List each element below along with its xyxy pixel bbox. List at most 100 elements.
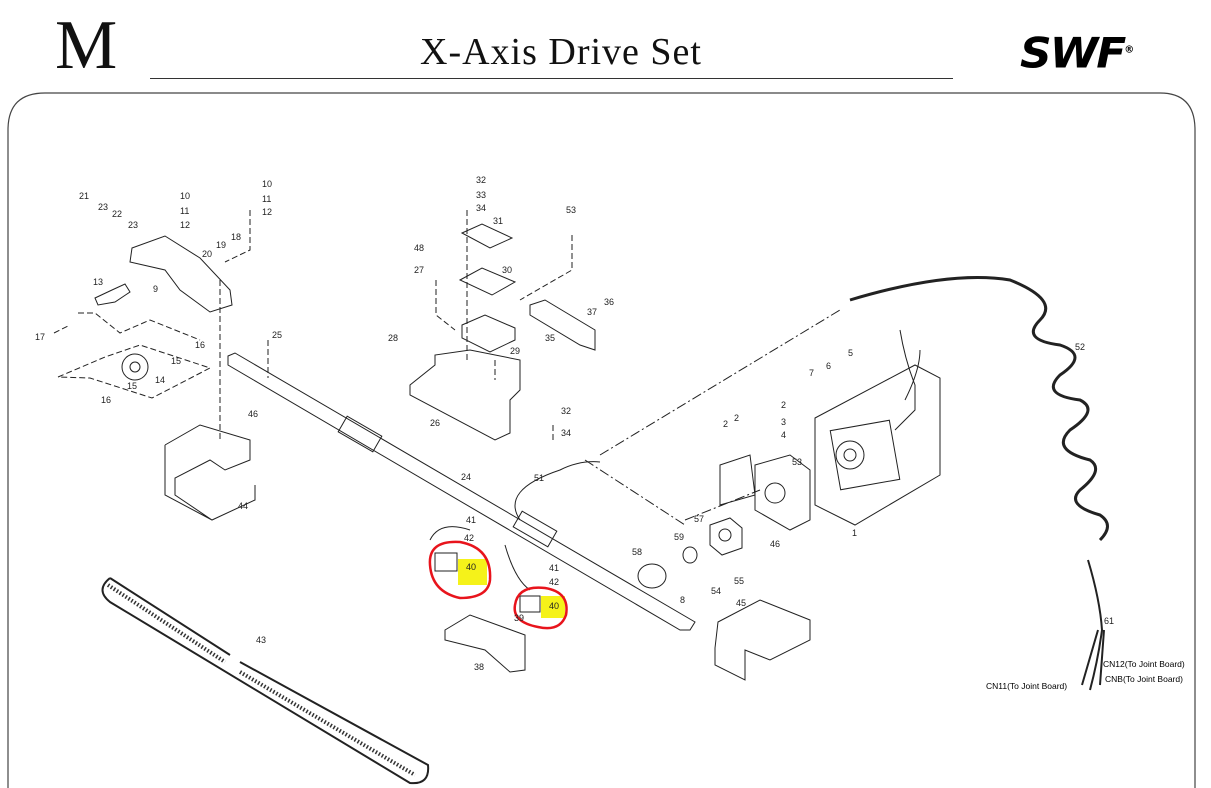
part-label: 23 (128, 220, 138, 230)
part-sensor-40-right (519, 595, 541, 613)
page-title: X-Axis Drive Set (420, 31, 702, 73)
part-label: 11 (180, 206, 189, 216)
part-label: 16 (195, 340, 205, 350)
part-label: 25 (272, 330, 282, 340)
title-underline (150, 78, 953, 79)
part-label: 40 (549, 601, 559, 611)
part-label: 20 (202, 249, 212, 259)
part-label: 7 (809, 368, 814, 378)
part-bracket-53 (754, 454, 811, 531)
part-label: 53 (566, 205, 576, 215)
part-plate-38 (444, 614, 526, 673)
brand-logo-text: SWF (1020, 29, 1126, 78)
part-label: 32 (476, 175, 486, 185)
part-label: 24 (461, 472, 471, 482)
part-label: 34 (561, 428, 571, 438)
part-sensor-40-left (434, 552, 458, 572)
part-label: 1 (852, 528, 857, 538)
part-plate-26 (409, 349, 521, 441)
part-label: 53 (792, 457, 802, 467)
part-label: 34 (476, 203, 486, 213)
part-label: 46 (770, 539, 780, 549)
part-labels: 21 23 22 23 10 11 12 10 11 12 18 19 20 9… (35, 175, 1114, 672)
part-label: 15 (171, 356, 181, 366)
part-label: 12 (180, 220, 190, 230)
part-label: 13 (93, 277, 103, 287)
part-label: 26 (430, 418, 440, 428)
part-label: 32 (561, 406, 571, 416)
part-pulley-14 (121, 353, 149, 381)
part-label: 5 (848, 348, 853, 358)
part-cover-31 (460, 223, 514, 249)
part-block-57 (709, 517, 743, 556)
part-label: 36 (604, 297, 614, 307)
part-bracket-57-block (719, 454, 756, 506)
part-label: 31 (493, 216, 503, 226)
part-label: 42 (549, 577, 559, 587)
part-coil-cable-52 (849, 276, 1109, 542)
part-label: 58 (632, 547, 642, 557)
part-label: 42 (464, 533, 474, 543)
part-label: 21 (79, 191, 89, 201)
part-label: 10 (180, 191, 190, 201)
part-label: 23 (98, 202, 108, 212)
part-label: 2 (723, 419, 728, 429)
part-pulley-58 (637, 563, 667, 589)
connector-cn12-label: CN12(To Joint Board) (1103, 659, 1185, 669)
part-label: 44 (238, 501, 248, 511)
part-base-45 (714, 599, 811, 681)
part-carriage-lower (512, 510, 558, 548)
part-bracket-9 (129, 235, 233, 313)
part-label: 30 (502, 265, 512, 275)
brand-logo: SWF® (1020, 29, 1134, 78)
part-label: 48 (414, 243, 424, 253)
part-belt-43 (101, 577, 430, 785)
part-label: 8 (680, 595, 685, 605)
part-label: 16 (101, 395, 111, 405)
part-label: 43 (256, 635, 266, 645)
part-bracket-35 (529, 299, 596, 351)
annotation-circle-left (428, 540, 492, 600)
part-label: 51 (534, 473, 544, 483)
part-label: 18 (231, 232, 241, 242)
part-block-29 (461, 314, 516, 353)
section-letter: M (55, 7, 118, 84)
part-label: 54 (711, 586, 721, 596)
part-label: 52 (1075, 342, 1085, 352)
part-label: 19 (216, 240, 226, 250)
part-label: 4 (781, 430, 786, 440)
part-label: 11 (262, 194, 271, 204)
part-label: 10 (262, 179, 272, 189)
part-motor-1 (829, 419, 901, 491)
part-label: 2 (734, 413, 739, 423)
part-label: 33 (476, 190, 486, 200)
part-label: 38 (474, 662, 484, 672)
part-label: 61 (1104, 616, 1114, 626)
part-label: 40 (466, 562, 476, 572)
part-shaft-13 (94, 283, 131, 306)
part-label: 37 (587, 307, 597, 317)
part-motor-box-1 (814, 364, 941, 526)
part-label: 41 (466, 515, 476, 525)
part-bracket-44 (164, 424, 256, 521)
connector-cn11-label: CN11(To Joint Board) (986, 681, 1067, 691)
connector-cn8-label: CNB(To Joint Board) (1105, 674, 1183, 684)
part-label: 27 (414, 265, 424, 275)
part-label: 45 (736, 598, 746, 608)
part-label: 46 (248, 409, 258, 419)
part-harness-61 (1081, 559, 1105, 691)
annotation-circle-right (513, 586, 568, 630)
part-label: 3 (781, 417, 786, 427)
part-rail-24 (227, 352, 696, 631)
part-carriage-upper (337, 415, 383, 453)
part-label: 2 (781, 400, 786, 410)
part-label: 9 (153, 284, 158, 294)
highlight-part-40-left (458, 559, 487, 585)
part-label: 22 (112, 209, 122, 219)
highlight-part-40-right (541, 596, 565, 618)
part-label: 28 (388, 333, 398, 343)
part-label: 14 (155, 375, 165, 385)
part-label: 41 (549, 563, 559, 573)
part-label: 55 (734, 576, 744, 586)
